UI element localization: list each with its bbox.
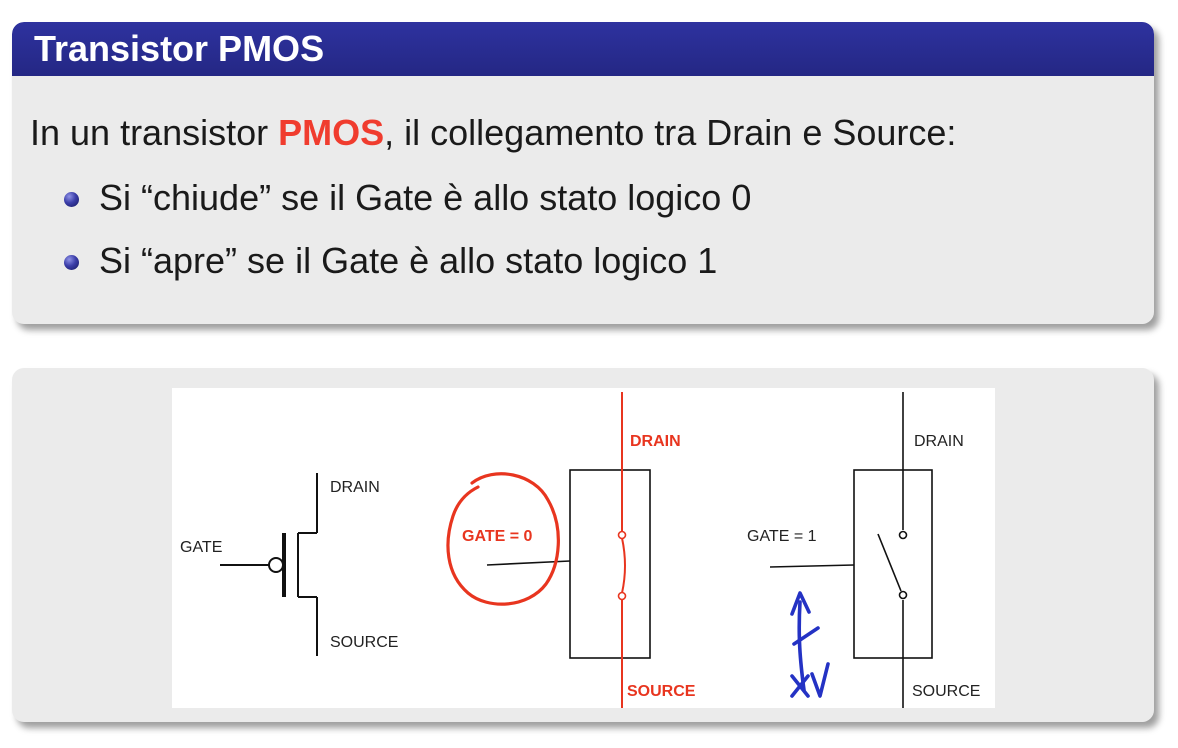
bullet-item: Si “chiude” se il Gate è allo stato logi… [64, 177, 751, 240]
open-contact-lever [877, 533, 902, 592]
bullet-sphere-icon [64, 255, 79, 270]
bullet-sphere-icon [64, 192, 79, 207]
closed-drain-label: DRAIN [630, 433, 681, 450]
arrow-tick [792, 626, 820, 646]
figure-block: GATE DRAIN SOURCE DRAIN GATE = 0 SOURCE [12, 368, 1154, 722]
open-drain-label: DRAIN [914, 433, 964, 450]
pmos-highlight: PMOS [278, 112, 385, 153]
closed-switch-model [446, 392, 651, 708]
contact-bottom [617, 591, 627, 601]
scribble-v [810, 662, 830, 698]
arrow-shaft [797, 600, 806, 692]
red-circle-annotation [446, 472, 560, 606]
gate-bubble [268, 557, 284, 573]
symbol-gate-label: GATE [180, 539, 222, 556]
arrow-head [790, 591, 811, 616]
contact-bottom [898, 590, 908, 600]
block-title: Transistor PMOS [12, 22, 1154, 76]
switch-box [569, 469, 651, 659]
intro-before: In un transistor [30, 112, 279, 153]
switch-box [853, 469, 933, 659]
contact-top [898, 530, 908, 540]
closed-contact [621, 537, 626, 594]
intro-text: In un transistor PMOS, il collegamento t… [30, 112, 956, 154]
closed-source-label: SOURCE [627, 683, 696, 700]
blue-arrow-annotation [790, 591, 830, 698]
intro-after: , il collegamento tra Drain e Source: [384, 112, 957, 153]
pmos-symbol [220, 473, 318, 656]
scribble-x [790, 674, 810, 698]
pmos-diagram-svg: GATE DRAIN SOURCE DRAIN GATE = 0 SOURCE [180, 392, 980, 708]
bullet-text: Si “apre” se il Gate è allo stato logico… [99, 240, 718, 281]
open-source-label: SOURCE [912, 683, 980, 700]
content-block: Transistor PMOS In un transistor PMOS, i… [12, 22, 1154, 324]
gate-wire [769, 564, 855, 568]
bullet-text: Si “chiude” se il Gate è allo stato logi… [99, 177, 752, 218]
open-switch-model [769, 392, 933, 708]
symbol-source-label: SOURCE [330, 634, 398, 651]
symbol-drain-label: DRAIN [330, 479, 380, 496]
bullet-item: Si “apre” se il Gate è allo stato logico… [64, 240, 751, 303]
open-gate-label: GATE = 1 [747, 528, 817, 545]
contact-top [617, 530, 627, 540]
pmos-diagram: GATE DRAIN SOURCE DRAIN GATE = 0 SOURCE [172, 388, 995, 708]
bullet-list: Si “chiude” se il Gate è allo stato logi… [64, 177, 751, 303]
closed-gate-label: GATE = 0 [462, 528, 532, 545]
